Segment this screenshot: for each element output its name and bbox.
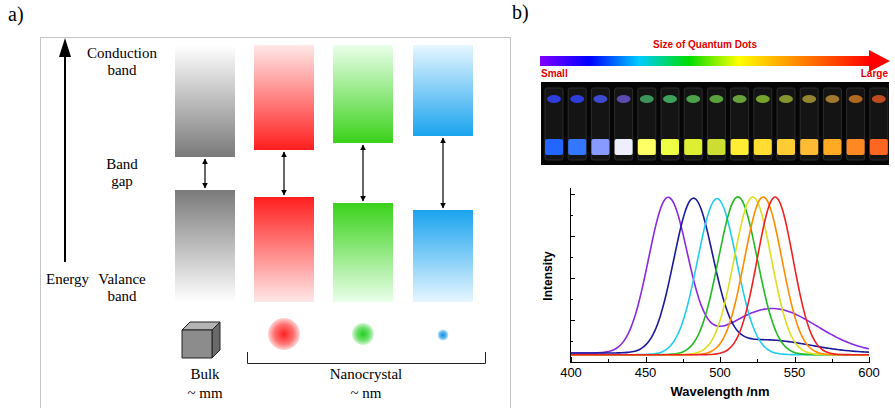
panel-letter: a) [8, 3, 24, 26]
vials [545, 88, 888, 160]
vial [638, 88, 656, 160]
axis-title: Intensity [542, 251, 556, 300]
tick-label: 450 [635, 366, 657, 381]
size-bar [540, 56, 871, 66]
vial [847, 88, 865, 160]
vial [870, 88, 888, 160]
band-label: Band gap [97, 156, 147, 191]
nanocrystal-dot [268, 318, 300, 350]
axis-label: Energy [46, 271, 89, 288]
vial [731, 88, 749, 160]
valence-band [175, 190, 235, 302]
tick-label: 400 [560, 366, 582, 381]
vial [615, 88, 633, 160]
panel-letter: b) [512, 1, 529, 24]
valence-band [413, 210, 473, 302]
gap-arrow [283, 152, 284, 195]
nanocrystal-dot [352, 323, 374, 345]
conduction-band [333, 45, 393, 143]
bar-end-label: Small [541, 68, 568, 80]
gap-arrow [442, 138, 443, 208]
emission-curve [571, 197, 869, 353]
vial [568, 88, 586, 160]
panel-frame [41, 38, 511, 408]
scale-label: ~ nm [350, 385, 381, 402]
conduction-band [413, 45, 473, 136]
band-label: Valance band [92, 271, 152, 306]
vial [777, 88, 795, 160]
vial [661, 88, 679, 160]
vial [800, 88, 818, 160]
emission-curve [571, 198, 869, 353]
energy-arrowhead [59, 38, 71, 57]
bracket [248, 352, 486, 364]
chart-axes [570, 188, 870, 363]
emission-curve [571, 197, 869, 355]
bar-title: Size of Quantum Dots [653, 39, 757, 51]
emission-curve [571, 197, 869, 355]
size-label: Nanocrystal [330, 366, 402, 383]
vial [823, 88, 841, 160]
nanocrystal-dot [438, 330, 449, 341]
conduction-band [175, 45, 235, 157]
emission-curve [571, 199, 869, 355]
band-label: Conduction band [77, 45, 167, 80]
bulk-cube [182, 322, 220, 358]
vial [591, 88, 609, 160]
scale-label: ~ mm [187, 385, 222, 402]
emission-curve [571, 197, 869, 355]
tick-label: 500 [709, 366, 731, 381]
vial [545, 88, 563, 160]
vial-photo [541, 82, 889, 165]
emission-curve [571, 197, 869, 355]
tick-label: 550 [784, 366, 806, 381]
vial [684, 88, 702, 160]
tick-label: 600 [858, 366, 880, 381]
spectra [571, 197, 869, 355]
size-label: Bulk [190, 366, 219, 383]
energy-axis [64, 52, 66, 262]
vial [754, 88, 772, 160]
valence-band [254, 197, 314, 302]
conduction-band [254, 45, 314, 150]
axis-title: Wavelength /nm [670, 385, 769, 400]
bar-end-label: Large [861, 68, 888, 80]
vial [707, 88, 725, 160]
gap-arrow [204, 159, 205, 188]
valence-band [333, 203, 393, 302]
gap-arrow [362, 145, 363, 201]
